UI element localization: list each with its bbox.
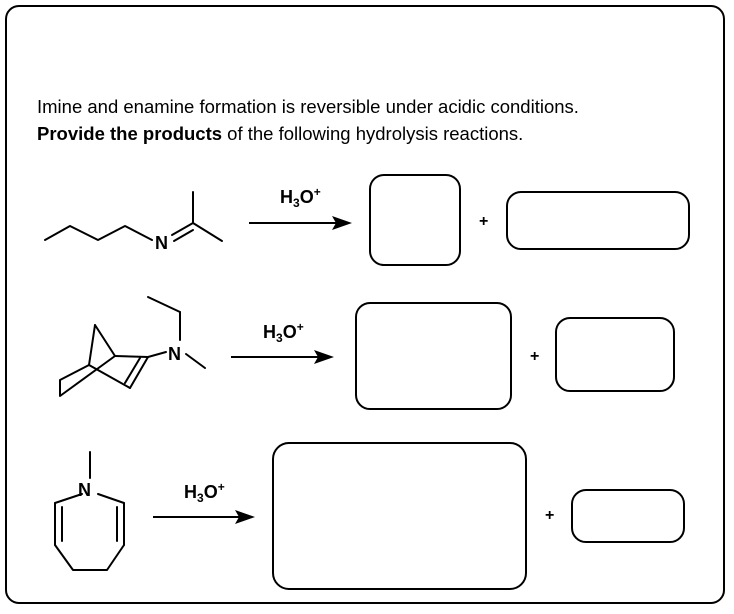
imine-nitrogen-label: N (155, 233, 168, 253)
reagent-label-1: H3O+ (280, 185, 321, 210)
reaction-arrow-2 (231, 350, 334, 364)
plus-sign-2: + (530, 348, 539, 365)
bicyclic-enamine-structure: N (59, 296, 206, 397)
answer-box-1a[interactable] (369, 174, 461, 266)
enamine-nitrogen-label-1: N (168, 344, 181, 364)
intro-line-2: Provide the products of the following hy… (37, 120, 579, 147)
intro-line-1: Imine and enamine formation is reversibl… (37, 96, 579, 117)
question-text: Imine and enamine formation is reversibl… (37, 93, 579, 147)
answer-box-2b[interactable] (555, 317, 675, 392)
question-frame (5, 5, 725, 604)
azepine-enamine-structure: N (54, 451, 125, 571)
plus-sign-1: + (479, 213, 488, 230)
intro-emphasis: Provide the products (37, 123, 223, 144)
imine-structure: N (44, 191, 223, 253)
reagent-label-3: H3O+ (184, 480, 225, 505)
answer-box-3a[interactable] (272, 442, 527, 590)
reaction-arrow-3 (153, 510, 255, 524)
reagent-label-2: H3O+ (263, 320, 304, 345)
svg-text:H3O+: H3O+ (184, 480, 225, 505)
answer-box-2a[interactable] (355, 302, 512, 410)
plus-sign-3: + (545, 507, 554, 524)
enamine-nitrogen-label-2: N (78, 480, 91, 500)
svg-text:H3O+: H3O+ (263, 320, 304, 345)
reaction-arrow-1 (249, 216, 352, 230)
svg-text:H3O+: H3O+ (280, 185, 321, 210)
answer-box-1b[interactable] (506, 191, 690, 250)
answer-box-3b[interactable] (571, 489, 685, 543)
intro-line-2-rest: of the following hydrolysis reactions. (222, 123, 524, 144)
